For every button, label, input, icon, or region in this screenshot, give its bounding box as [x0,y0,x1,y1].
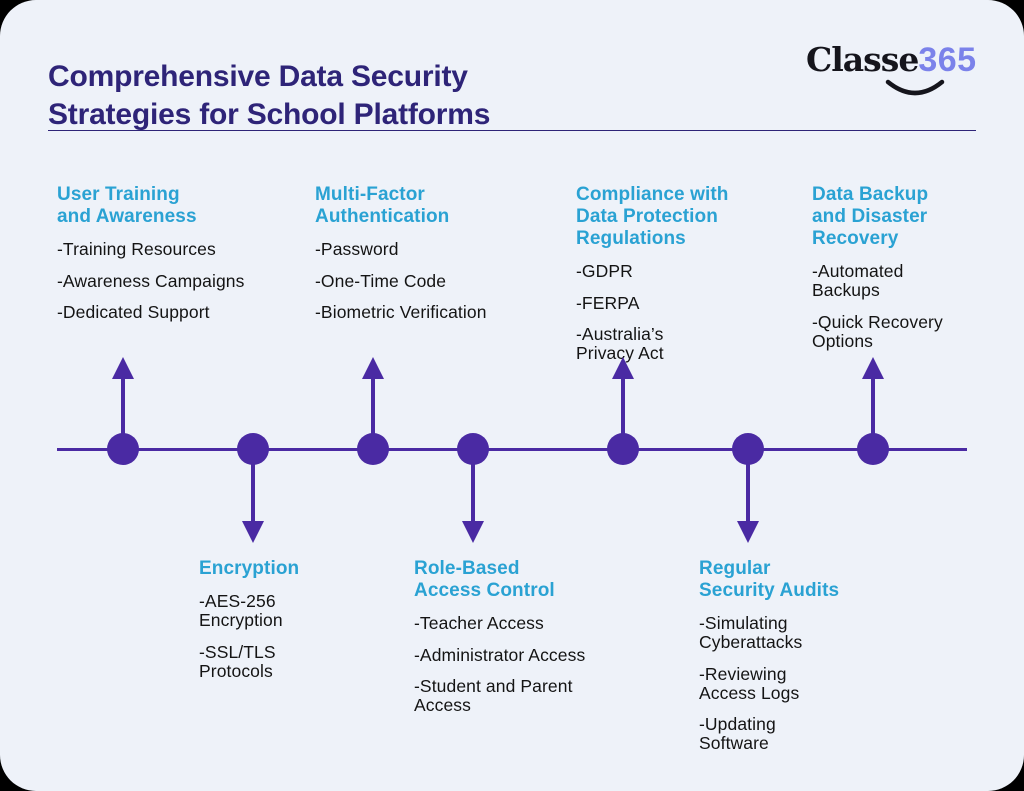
arrow-down-icon [462,521,484,543]
section-role-based-access: Role-Based Access Control -Teacher Acces… [414,558,659,728]
section-item: -SSL/TLS Protocols [199,641,276,681]
timeline-dot [357,433,389,465]
divider-line [48,130,976,131]
section-item: -Password [315,239,399,260]
section-item: -GDPR [576,261,633,282]
arrow-stem [371,378,375,450]
section-heading: Data Backup and Disaster Recovery [812,184,929,250]
logo-suffix-text: 365 [918,41,977,79]
section-compliance: Compliance with Data Protection Regulati… [576,184,786,376]
section-item: -Administrator Access [414,644,586,665]
classe365-logo: Classe365 [806,40,986,102]
section-item: -Automated Backups [812,261,904,301]
section-user-training: User Training and Awareness -Training Re… [57,184,293,335]
arrow-up-icon [612,357,634,379]
section-item: -Biometric Verification [315,302,487,323]
section-item: -Australia’s Privacy Act [576,324,664,364]
timeline-dot [857,433,889,465]
section-data-backup: Data Backup and Disaster Recovery -Autom… [812,184,992,363]
arrow-up-icon [112,357,134,379]
smile-icon [885,79,945,96]
section-heading: Role-Based Access Control [414,558,555,602]
arrow-down-icon [737,521,759,543]
logo-brand-text: Classe [806,40,919,79]
section-item: -Quick Recovery Options [812,311,943,351]
timeline-dot [237,433,269,465]
section-multi-factor-auth: Multi-Factor Authentication -Password -O… [315,184,565,335]
section-item: -Training Resources [57,239,216,260]
timeline-dot [607,433,639,465]
section-item: -Awareness Campaigns [57,270,245,291]
section-heading: Multi-Factor Authentication [315,184,450,228]
section-item: -One-Time Code [315,270,447,291]
timeline-dot [732,433,764,465]
timeline-line [57,448,967,451]
section-item: -Simulating Cyberattacks [699,613,803,653]
arrow-stem [621,378,625,450]
section-item: -Dedicated Support [57,302,210,323]
section-encryption: Encryption -AES-256 Encryption -SSL/TLS … [199,558,369,693]
section-item: -Reviewing Access Logs [699,663,800,703]
section-heading: Compliance with Data Protection Regulati… [576,184,729,250]
page-title: Comprehensive Data Security Strategies f… [48,60,491,132]
arrow-up-icon [862,357,884,379]
section-heading: Encryption [199,558,300,579]
section-heading: User Training and Awareness [57,184,197,228]
arrow-stem [871,378,875,450]
arrow-stem [121,378,125,450]
section-security-audits: Regular Security Audits -Simulating Cybe… [699,558,899,766]
section-item: -FERPA [576,292,640,313]
section-heading: Regular Security Audits [699,558,840,602]
timeline-dot [457,433,489,465]
arrow-stem [471,450,475,522]
arrow-up-icon [362,357,384,379]
arrow-down-icon [242,521,264,543]
section-item: -Student and Parent Access [414,676,573,716]
section-item: -Teacher Access [414,613,544,634]
timeline-dot [107,433,139,465]
arrow-stem [251,450,255,522]
section-item: -Updating Software [699,714,776,754]
arrow-stem [746,450,750,522]
section-item: -AES-256 Encryption [199,591,283,631]
